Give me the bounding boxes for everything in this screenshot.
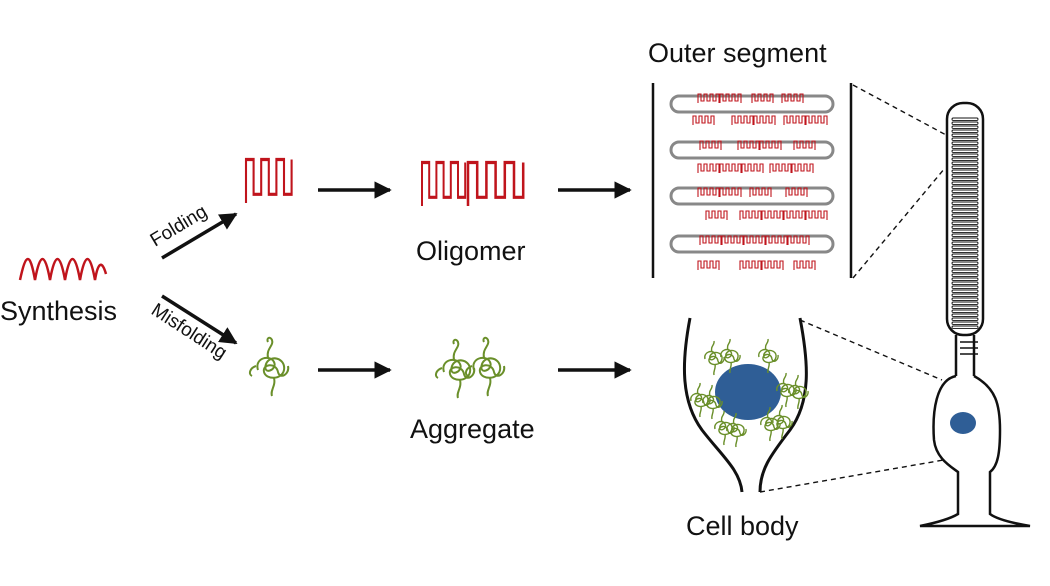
rod-disc [951,277,979,281]
rod-disc [951,173,979,177]
misfolded-monomer-icon [248,336,290,397]
rod-disc [951,129,979,133]
rod-disc [951,253,979,257]
rod-disc [951,297,979,301]
rod-disc [951,169,979,173]
rod-disc [951,189,979,193]
rod-disc [951,265,979,269]
rod-disc [951,261,979,265]
rod-disc [951,121,979,125]
rod-disc [951,149,979,153]
rod-disc [951,305,979,309]
rod-disc [951,309,979,313]
rod-disc [951,177,979,181]
rod-disc [951,237,979,241]
zoom-lines [759,84,956,493]
folded-monomer-icon [244,157,294,205]
rod-disc [951,201,979,205]
rod-disc [951,313,979,317]
rod-nucleus-icon [950,412,976,434]
rod-disc [951,221,979,225]
rhodopsin-packing [692,93,828,271]
oligomer-label: Oligomer [416,236,526,266]
rod-disc [951,213,979,217]
rod-disc [951,249,979,253]
rod-disc [951,157,979,161]
rod-disc [951,229,979,233]
rod-disc [951,193,979,197]
rod-disc [951,245,979,249]
rod-disc [951,317,979,321]
rod-disc [951,185,979,189]
rod-disc [951,125,979,129]
rod-disc [951,273,979,277]
rod-disc [951,289,979,293]
rod-disc [951,321,979,325]
rod-photoreceptor-icon [919,101,1031,528]
rod-disc [951,145,979,149]
rod-discs [951,117,979,329]
folding-label: Folding [147,201,211,251]
rod-disc [951,141,979,145]
rod-disc [951,325,979,329]
rod-disc [951,137,979,141]
rod-disc [951,153,979,157]
cell-body-panel [683,317,809,493]
rod-disc [951,257,979,261]
rod-disc [951,165,979,169]
rod-disc [951,285,979,289]
rod-disc [951,117,979,121]
outer-segment-panel [651,83,853,278]
misfolding-arrow [161,294,238,345]
rod-disc [951,301,979,305]
rod-disc [951,269,979,273]
rod-disc [951,205,979,209]
oligomer-icon [420,160,525,208]
folding-arrow [161,212,238,260]
rod-disc [951,133,979,137]
rod-disc [951,281,979,285]
outer-segment-label: Outer segment [648,38,827,68]
cell-body-label: Cell body [686,511,799,541]
rod-disc [951,217,979,221]
aggregate-icon [434,336,506,399]
rod-disc [951,181,979,185]
rod-disc [951,209,979,213]
rod-disc [951,241,979,245]
nascent-chain-wave [18,257,108,281]
rod-disc [951,293,979,297]
synthesis-label: Synthesis [0,296,117,326]
nucleus-icon [715,364,781,420]
aggregate-label: Aggregate [410,414,535,444]
rod-disc [951,161,979,165]
rod-disc [951,233,979,237]
rod-disc [951,225,979,229]
rod-disc [951,197,979,201]
